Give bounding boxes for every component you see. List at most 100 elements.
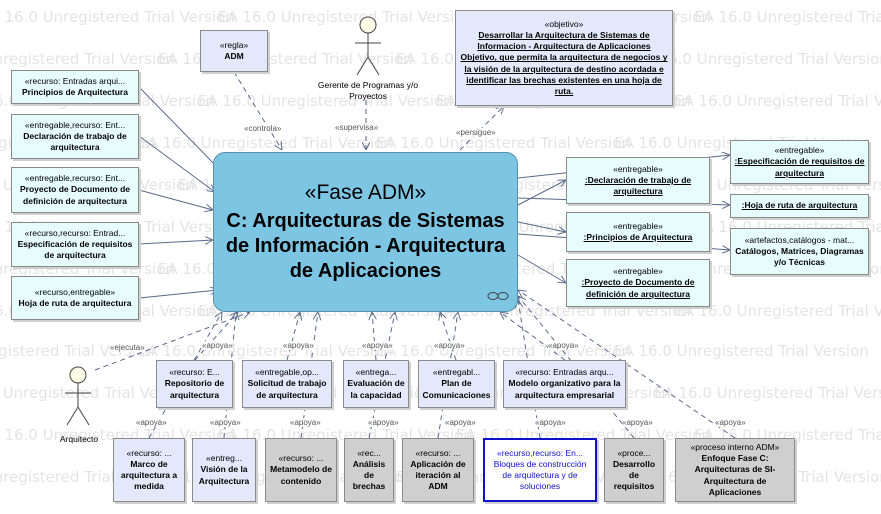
regla-node[interactable]: «regla» ADM	[200, 30, 268, 72]
output-hoja-ruta[interactable]: :Hoja de ruta de arquitectura	[730, 194, 869, 218]
output-name: :Hoja de ruta de arquitectura	[741, 200, 858, 211]
output-connector	[517, 221, 566, 232]
input-stereotype: «recurso: Entradas arqui...	[24, 75, 126, 86]
support-metamodelo[interactable]: «recurso: ... Metamodelo de contenido	[265, 438, 337, 502]
support-stereotype: «rec...	[357, 447, 381, 458]
support-repositorio[interactable]: «recurso: E... Repositorio de arquitectu…	[156, 360, 233, 408]
apoya-connector	[286, 312, 300, 361]
output-name: :Especificación de requisitos de arquite…	[734, 156, 865, 178]
input-name: Especificación de requisitos de arquitec…	[17, 238, 133, 261]
output-stereotype: «artefactos,catálogos - mat...	[744, 234, 855, 245]
ejecuta-connector	[94, 312, 250, 371]
input-hoja-ruta[interactable]: «recurso,entregable» Hoja de ruta de arq…	[11, 276, 139, 320]
apoya-connector	[194, 312, 238, 361]
support-evaluacion[interactable]: «entrega... Evaluación de la capacidad	[343, 360, 409, 408]
regla-name: ADM	[224, 51, 244, 61]
output-principios[interactable]: «entregable» :Principios de Arquitectura	[566, 212, 710, 252]
input-stereotype: «entregable,recurso: Ent...	[24, 173, 126, 184]
edge-label-apoya: «apoya»	[715, 418, 746, 427]
support-stereotype: «entreg...	[206, 453, 242, 464]
support-name: Aplicación de iteración al ADM	[410, 458, 466, 492]
output-stereotype: «entregable»	[613, 220, 663, 231]
input-connector	[138, 240, 213, 245]
output-declaracion[interactable]: «entregable» :Declaración de trabajo de …	[566, 157, 710, 204]
support-vision[interactable]: «entreg... Visión de la Arquitectura	[192, 438, 256, 502]
support-stereotype: «recurso: ...	[415, 447, 461, 458]
apoya-connector	[372, 312, 376, 361]
input-connector	[138, 135, 215, 192]
support-name: Evaluación de la capacidad	[347, 378, 405, 400]
edge-label-apoya: «apoya»	[283, 341, 314, 350]
support-solicitud[interactable]: «entregable,op... Solicitud de trabajo d…	[242, 360, 332, 408]
support-stereotype: «entregabl...	[432, 367, 481, 378]
objetivo-text: Desarrollar la Arquitectura de Sistemas …	[460, 30, 668, 96]
edge-label-apoya: «apoya»	[202, 341, 233, 350]
input-declaracion[interactable]: «entregable,recurso: Ent... Declaración …	[11, 114, 139, 159]
output-stereotype: «entregable»	[613, 266, 663, 277]
input-principios[interactable]: «recurso: Entradas arqui... Principios d…	[11, 70, 139, 104]
support-modelo-organizativo[interactable]: «recurso: Entradas arqu... Modelo organi…	[503, 360, 626, 408]
apoya-connector	[440, 312, 457, 361]
controla-connector	[233, 71, 282, 150]
output-catalogos[interactable]: «artefactos,catálogos - mat... Catálogos…	[730, 228, 869, 275]
support-desarrollo-requisitos[interactable]: «proce... Desarrollo de requisitos	[604, 438, 664, 502]
support-analisis-brechas[interactable]: «rec... Análisis de brechas	[344, 438, 394, 502]
support-plan-comunicaciones[interactable]: «entregabl... Plan de Comunicaciones	[418, 360, 495, 408]
input-connector	[138, 290, 218, 299]
support-name: Marco de arquitectura a medida	[120, 458, 178, 492]
input-connector	[138, 189, 213, 210]
edge-label-apoya: «apoya»	[368, 418, 399, 427]
input-stereotype: «recurso,recurso: Entrad...	[24, 227, 126, 238]
support-name: Desarrollo de requisitos	[612, 458, 656, 492]
phase-stereotype: «Fase ADM»	[304, 180, 427, 204]
input-connector	[138, 86, 222, 172]
edge-label-controla: «controla»	[244, 124, 282, 133]
support-stereotype: «recurso: ...	[126, 447, 172, 458]
output-especificacion[interactable]: «entregable» :Especificación de requisit…	[730, 140, 869, 184]
support-name: Análisis de brechas	[352, 458, 386, 492]
output-stereotype: «entregable»	[613, 163, 663, 174]
output-stereotype: «entregable»	[774, 145, 825, 156]
support-bloques-construccion[interactable]: «recurso,recurso: En... Bloques de const…	[483, 438, 597, 502]
support-name: Metamodelo de contenido	[270, 464, 332, 486]
edge-label-apoya: «apoya»	[622, 418, 653, 427]
output-proyecto-documento[interactable]: «entregable» :Proyecto de Documento de d…	[566, 259, 710, 307]
input-proyecto-documento[interactable]: «entregable,recurso: Ent... Proyecto de …	[11, 167, 139, 213]
phase-name: C: Arquitecturas de Sistemas de Informac…	[225, 209, 506, 282]
edge-label-ejecuta: «ejecuta»	[110, 343, 145, 352]
input-especificacion[interactable]: «recurso,recurso: Entrad... Especificaci…	[11, 222, 139, 267]
support-name: Visión de la Arquitectura	[198, 464, 250, 486]
arquitecto-label: Arquitecto	[59, 434, 99, 444]
edge-label-apoya: «apoya»	[290, 418, 321, 427]
output-name: :Declaración de trabajo de arquitectura	[584, 174, 692, 197]
apoya-connector	[518, 290, 736, 439]
regla-stereotype: «regla»	[219, 39, 249, 50]
support-stereotype: «proceso interno ADM»	[690, 442, 780, 453]
objetivo-stereotype: «objetivo»	[544, 19, 584, 30]
phase-node[interactable]: «Fase ADM» C: Arquitecturas de Sistemas …	[213, 152, 518, 312]
support-name: Solicitud de trabajo de arquitectura	[247, 378, 327, 400]
edge-label-persigue: «persigue»	[456, 128, 496, 137]
input-stereotype: «entregable,recurso: Ent...	[24, 119, 126, 130]
support-stereotype: «recurso: ...	[278, 453, 324, 464]
gerente-label: Gerente de Programas y/o Proyectos	[317, 80, 419, 102]
objetivo-node[interactable]: «objetivo» Desarrollar la Arquitectura d…	[455, 10, 673, 106]
edge-label-apoya: «apoya»	[136, 418, 167, 427]
support-marco[interactable]: «recurso: ... Marco de arquitectura a me…	[113, 438, 185, 502]
input-name: Hoja de ruta de arquitectura	[18, 298, 132, 308]
output-name: :Principios de Arquitectura	[583, 232, 693, 242]
support-aplicacion-iteracion[interactable]: «recurso: ... Aplicación de iteración al…	[402, 438, 474, 502]
edge-label-apoya: «apoya»	[445, 418, 476, 427]
edge-label-apoya: «apoya»	[548, 341, 579, 350]
arquitecto-actor-icon[interactable]	[63, 365, 93, 427]
edge-label-apoya: «apoya»	[210, 418, 241, 427]
output-name: Catálogos, Matrices, Diagramas y/o Técni…	[735, 245, 864, 268]
output-connector	[517, 254, 566, 283]
support-enfoque-fase-c[interactable]: «proceso interno ADM» Enfoque Fase C: Ar…	[675, 438, 795, 502]
gerente-actor-icon[interactable]	[353, 15, 383, 77]
edge-label-apoya: «apoya»	[362, 341, 393, 350]
support-name: Bloques de construcción de arquitectura …	[493, 458, 587, 492]
output-connector	[517, 180, 566, 206]
support-stereotype: «recurso: E...	[169, 367, 220, 378]
output-name: :Proyecto de Documento de definición de …	[581, 277, 695, 299]
